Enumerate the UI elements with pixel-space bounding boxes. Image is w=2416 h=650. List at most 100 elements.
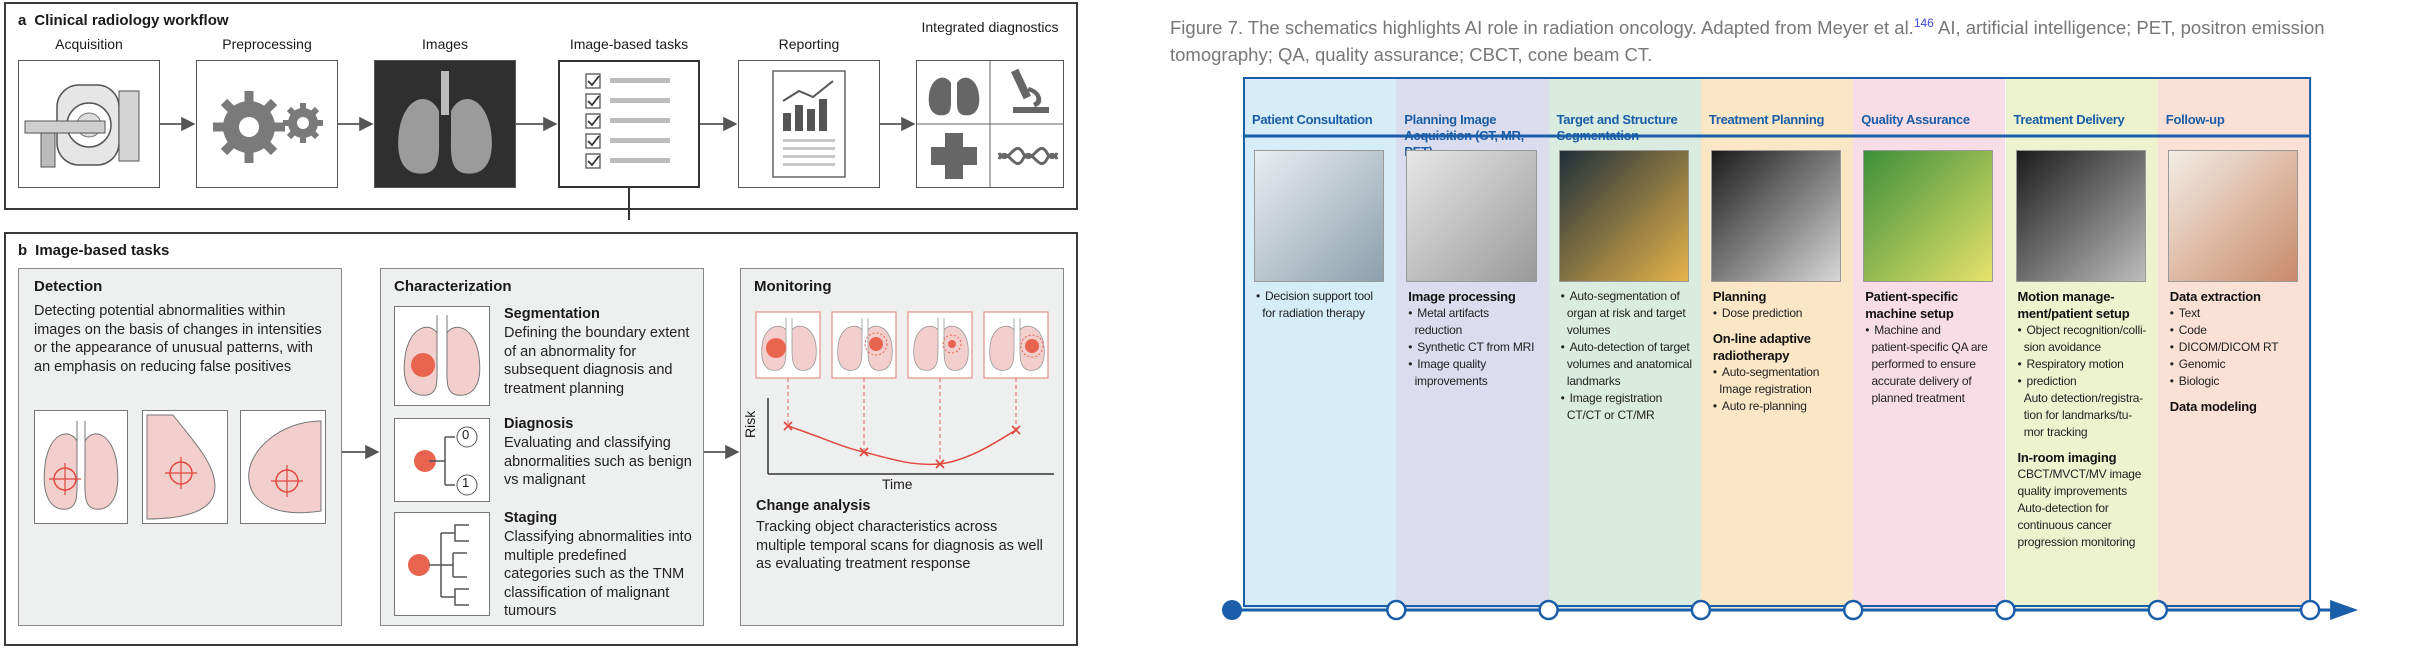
column-subheading: machine setup bbox=[1865, 306, 1954, 321]
column-subheading: Data extraction bbox=[2169, 289, 2261, 304]
bullet-item: Auto-segmentation of bbox=[1561, 288, 1695, 305]
followup-photo bbox=[2167, 150, 2299, 282]
workflow-column: Target and Structure SegmentationAuto-se… bbox=[1548, 78, 1701, 608]
monitoring-title: Monitoring bbox=[754, 278, 832, 295]
text-line: accurate delivery of bbox=[1865, 374, 1972, 388]
monitoring-x-axis-label: Time bbox=[882, 476, 913, 492]
column-subheading: Patient-specific bbox=[1865, 289, 1959, 304]
bullet-item: prediction bbox=[2018, 373, 2152, 390]
text-line: volumes and anatomical bbox=[1560, 357, 1692, 371]
image-based-tasks-box bbox=[558, 60, 700, 188]
integrated-diagnostics-box bbox=[916, 60, 1064, 188]
caption-suffix: AI, artificial intelligence; PET, positr… bbox=[1170, 17, 2325, 66]
segmentation-title: Segmentation bbox=[504, 306, 600, 322]
workflow-column: Patient ConsultationDecision support too… bbox=[1244, 78, 1397, 608]
diagnosis-label-1: 1 bbox=[462, 475, 470, 490]
step-label-acquisition: Acquisition bbox=[55, 36, 123, 52]
qa-heatmap-photo bbox=[1863, 150, 1994, 282]
text-line: Auto detection/registra- bbox=[2017, 391, 2144, 405]
text-line: CBCT/MVCT/MV image bbox=[2017, 467, 2142, 481]
panel-b-title-text: Image-based tasks bbox=[35, 242, 170, 259]
workflow-column: Planning Image Acquisition (CT, MR, PET)… bbox=[1396, 78, 1549, 608]
monitoring-scan-thumbs bbox=[755, 311, 1049, 379]
text-line: patient-specific QA are bbox=[1865, 340, 1988, 354]
column-subheading: Motion manage- bbox=[2017, 289, 2115, 304]
column-title: Treatment Planning bbox=[1708, 112, 1825, 127]
gears-icon bbox=[213, 91, 323, 163]
bullet-item: Auto-segmentation bbox=[1713, 364, 1847, 381]
timeline-node bbox=[2147, 599, 2169, 621]
text-line: landmarks bbox=[1560, 374, 1621, 388]
step-label-preprocessing: Preprocessing bbox=[222, 36, 312, 52]
bullet-item: Auto re-planning bbox=[1713, 398, 1847, 415]
text-line: quality improvements bbox=[2017, 484, 2128, 498]
text-line: for radiation therapy bbox=[1256, 306, 1365, 320]
bullet-item: Image registration bbox=[1561, 390, 1695, 407]
segmentation-thumb bbox=[394, 306, 490, 406]
bullet-item: Genomic bbox=[2170, 356, 2304, 373]
caption-reference[interactable]: 146 bbox=[1913, 16, 1934, 30]
text-line: sion avoidance bbox=[2017, 340, 2102, 354]
acquisition-box bbox=[18, 60, 160, 188]
column-text: Image processingMetal artifacts reductio… bbox=[1408, 288, 1542, 390]
preprocessing-box bbox=[196, 60, 338, 188]
dna-icon bbox=[997, 146, 1059, 166]
text-line: mor tracking bbox=[2017, 425, 2088, 439]
ct-scanner-photo bbox=[1406, 150, 1537, 282]
step-label-reporting: Reporting bbox=[778, 36, 840, 52]
text-line: volumes bbox=[1560, 323, 1611, 337]
checklist-icon bbox=[585, 73, 670, 169]
text-line: organ at risk and target bbox=[1560, 306, 1686, 320]
text-line: reduction bbox=[1408, 323, 1463, 337]
column-text: Data extractionTextCodeDICOM/DICOM RTGen… bbox=[2170, 288, 2304, 415]
column-subheading: In-room imaging bbox=[2017, 450, 2117, 465]
staging-thumb bbox=[394, 512, 490, 616]
text-line: planned treatment bbox=[1865, 391, 1965, 405]
bullet-item: Code bbox=[2170, 322, 2304, 339]
column-subheading: ment/patient setup bbox=[2017, 306, 2130, 321]
diagnosis-title: Diagnosis bbox=[504, 416, 574, 432]
panel-a-letter: a bbox=[18, 12, 27, 29]
text-line: Auto-detection for bbox=[2017, 501, 2109, 515]
bullet-item: Object recognition/colli- bbox=[2018, 322, 2152, 339]
ct-scanner-icon bbox=[24, 84, 140, 168]
lungs-xray-icon bbox=[375, 61, 515, 187]
text-line: improvements bbox=[1408, 374, 1488, 388]
change-analysis-text: Tracking object characteristics across m… bbox=[756, 519, 1043, 572]
detection-thumb-breast-side bbox=[142, 410, 228, 524]
bullet-item: Decision support tool bbox=[1256, 288, 1390, 305]
timeline-arrowhead bbox=[2330, 600, 2359, 620]
panel-a bbox=[4, 2, 1078, 210]
timeline-node bbox=[1995, 599, 2016, 621]
planning-photo bbox=[1710, 150, 1842, 282]
figure-caption: Figure 7. The schematics highlights AI r… bbox=[1170, 10, 2410, 68]
column-title: Treatment Delivery bbox=[2013, 112, 2125, 127]
linac-photo bbox=[2015, 150, 2146, 282]
medical-cross-icon bbox=[931, 133, 977, 179]
column-text: Decision support tool for radiation ther… bbox=[1256, 288, 1390, 322]
timeline-start-dot bbox=[1222, 600, 1242, 620]
diagnostics-grid-icon bbox=[917, 61, 1063, 187]
column-title: Follow-up bbox=[2165, 112, 2225, 127]
panel-a-arrows bbox=[160, 116, 916, 220]
text-line: progression monitoring bbox=[2017, 535, 2136, 549]
report-chart-icon bbox=[772, 70, 846, 178]
step-label-image-based-tasks: Image-based tasks bbox=[569, 36, 689, 52]
step-label-integrated-diagnostics: Integrated diagnostics bbox=[921, 19, 1059, 35]
caption-prefix: Figure 7. The schematics highlights AI r… bbox=[1170, 17, 1914, 39]
workflow-column: Treatment PlanningPlanningDose predictio… bbox=[1700, 78, 1854, 608]
detection-thumb-lungs bbox=[34, 410, 128, 524]
column-subheading: On-line adaptive bbox=[1712, 331, 1811, 346]
change-analysis-title: Change analysis bbox=[756, 498, 871, 514]
column-text: Auto-segmentation of organ at risk and t… bbox=[1561, 288, 1695, 424]
microscope-icon bbox=[1011, 68, 1049, 113]
bullet-item: Synthetic CT from MRI bbox=[1408, 339, 1542, 356]
